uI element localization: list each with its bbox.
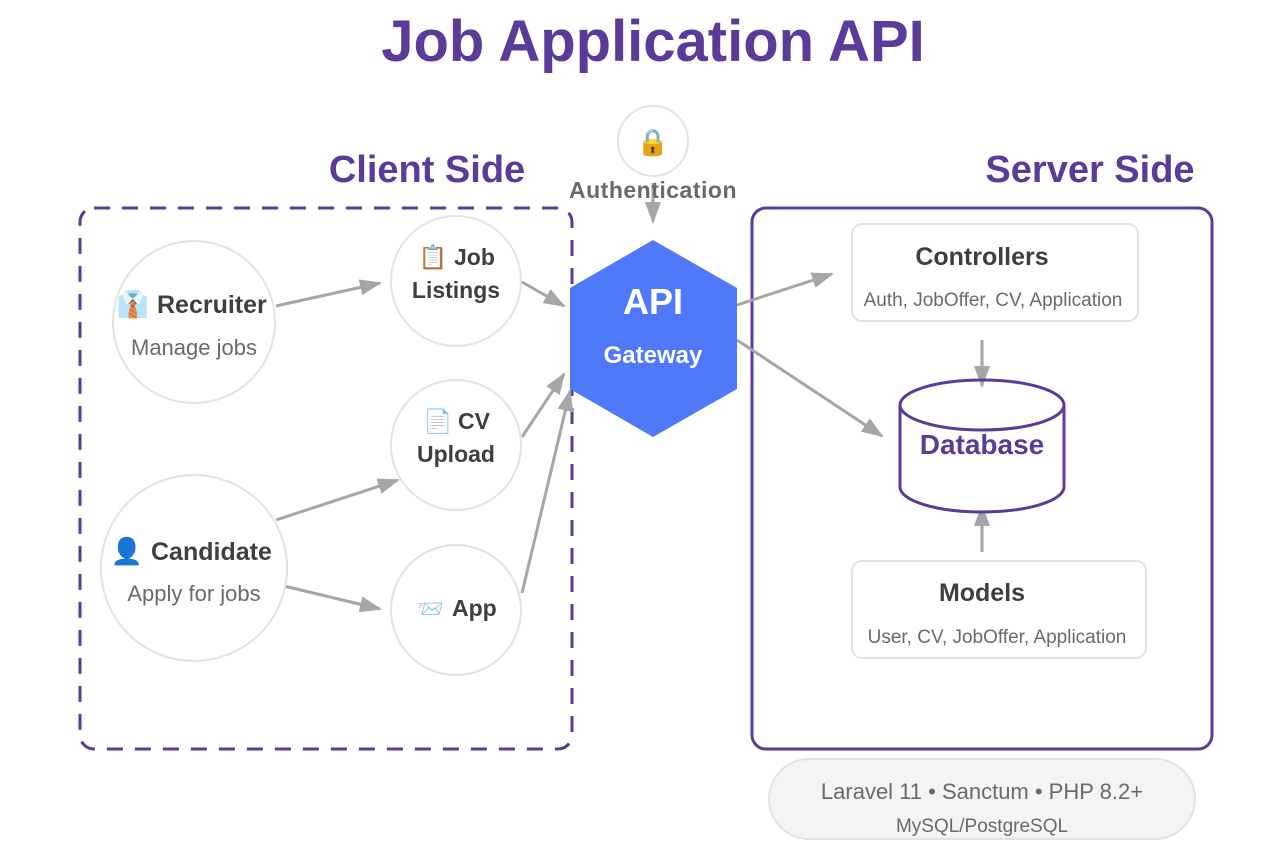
recruiter-circle xyxy=(112,240,276,404)
cv-upload-circle xyxy=(390,379,522,511)
tech-stack-pill xyxy=(768,758,1196,840)
controllers-box xyxy=(851,223,1139,322)
cv-upload-line1: CV xyxy=(458,408,491,434)
controllers-node[interactable]: Controllers Auth, JobOffer, CV, Applicat… xyxy=(851,223,1139,322)
models-node[interactable]: Models User, CV, JobOffer, Application xyxy=(851,560,1147,659)
person-icon: 👤 xyxy=(111,536,143,567)
clipboard-icon: 📋 xyxy=(419,244,448,271)
candidate-circle xyxy=(100,474,288,662)
app-label: App xyxy=(452,595,497,621)
arrow-gateway-to-controllers xyxy=(736,272,834,307)
recruiter-node[interactable]: 👔 Recruiter Manage jobs xyxy=(112,240,276,404)
models-box xyxy=(851,560,1147,659)
arrow-job-listings-to-gateway xyxy=(521,280,566,308)
tech-stack-line2: MySQL/PostgreSQL xyxy=(896,816,1068,837)
gateway-title: API xyxy=(623,281,683,322)
database-cylinder-top xyxy=(898,378,1066,432)
client-side-heading: Client Side xyxy=(329,149,525,191)
candidate-label: Candidate xyxy=(151,538,272,566)
arrow-candidate-to-cv-upload xyxy=(275,478,400,522)
job-listings-line1: Job xyxy=(454,244,495,270)
tech-stack-badge: Laravel 11 • Sanctum • PHP 8.2+ MySQL/Po… xyxy=(768,758,1196,840)
document-icon: 📄 xyxy=(424,408,453,435)
job-listings-circle xyxy=(390,215,522,347)
arrow-candidate-to-app xyxy=(283,584,382,613)
database-cylinder-body xyxy=(898,405,1066,514)
app-circle xyxy=(390,544,522,676)
connection-arrows xyxy=(275,183,990,613)
client-side-container xyxy=(78,206,574,751)
recruiter-label: Recruiter xyxy=(157,291,267,319)
necktie-icon: 👔 xyxy=(117,289,149,320)
arrow-cv-upload-to-gateway xyxy=(520,372,566,438)
cv-upload-node[interactable]: 📄 CV Upload xyxy=(390,379,522,511)
controllers-subtitle: Auth, JobOffer, CV, Application xyxy=(864,290,1123,311)
envelope-icon: 📨 xyxy=(418,597,444,621)
app-node[interactable]: 📨 App xyxy=(390,544,522,676)
cv-upload-line2: Upload xyxy=(417,441,495,467)
arrow-recruiter-to-job-listings xyxy=(275,279,382,308)
database-label: Database xyxy=(920,429,1045,460)
controllers-title: Controllers xyxy=(915,243,1048,271)
candidate-node[interactable]: 👤 Candidate Apply for jobs xyxy=(100,474,288,662)
server-side-heading: Server Side xyxy=(985,149,1194,191)
api-gateway[interactable]: API Gateway xyxy=(570,240,737,437)
page-title: Job Application API xyxy=(381,9,925,74)
arrow-app-to-gateway xyxy=(520,389,574,594)
authentication-node[interactable]: 🔒 Authentication xyxy=(569,105,737,203)
gateway-hexagon xyxy=(570,240,737,437)
gateway-subtitle: Gateway xyxy=(604,342,703,369)
auth-label: Authentication xyxy=(569,177,737,203)
auth-circle xyxy=(617,105,689,177)
job-listings-line2: Listings xyxy=(412,277,500,303)
candidate-subtitle: Apply for jobs xyxy=(127,581,260,606)
models-subtitle: User, CV, JobOffer, Application xyxy=(868,627,1127,648)
arrow-gateway-to-database xyxy=(736,338,884,438)
job-listings-node[interactable]: 📋 Job Listings xyxy=(390,215,522,347)
database-node[interactable]: Database xyxy=(898,378,1066,514)
models-title: Models xyxy=(939,579,1025,607)
recruiter-subtitle: Manage jobs xyxy=(131,335,257,360)
lock-icon: 🔒 xyxy=(637,128,669,158)
tech-stack-line1: Laravel 11 • Sanctum • PHP 8.2+ xyxy=(821,779,1143,804)
server-side-container xyxy=(750,206,1214,751)
